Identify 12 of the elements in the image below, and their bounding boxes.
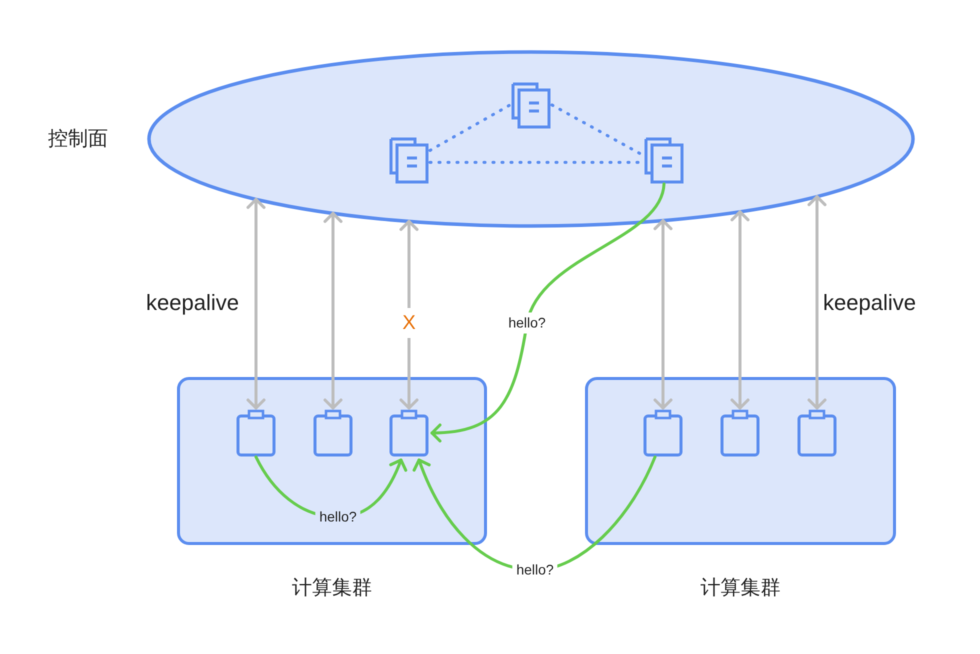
arrow	[324, 212, 342, 410]
arrow	[246, 198, 266, 410]
keepalive-label: keepalive	[146, 289, 239, 317]
keepalive-label: keepalive	[823, 289, 916, 317]
arrow	[654, 219, 672, 410]
arrow	[430, 182, 666, 442]
arrow	[730, 210, 750, 410]
cluster-heading: 计算集群	[291, 576, 373, 601]
cluster-heading: 计算集群	[700, 576, 782, 601]
arrow	[808, 195, 826, 410]
plane-heading: 控制面	[48, 127, 108, 152]
dotted-line	[428, 104, 512, 152]
